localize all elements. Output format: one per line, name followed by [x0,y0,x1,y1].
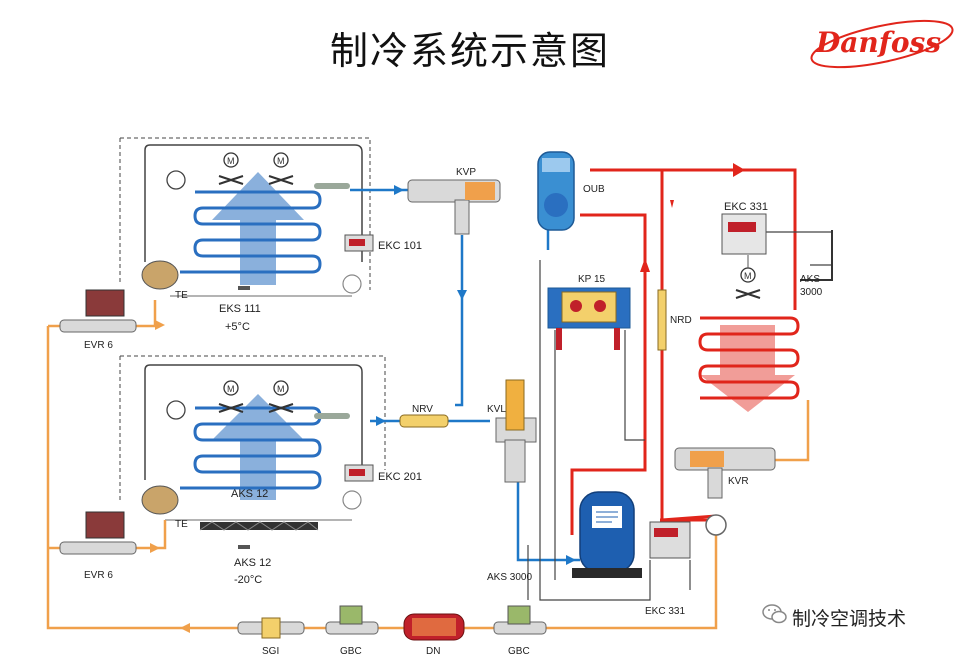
label-te-top: TE [175,290,188,301]
label-sgi: SGI [262,646,279,657]
svg-text:M: M [277,156,285,166]
diagram-title: 制冷系统示意图 [329,29,610,73]
fan-icon: M [735,267,761,299]
label-kvp: KVP [456,167,476,178]
label-aks12-inner: AKS 12 [231,488,268,500]
label-aks3000: AKS 3000 [487,572,532,583]
label-ekc331-top: EKC 331 [724,201,768,213]
svg-text:M: M [277,384,285,394]
danfoss-logo: Danfoss [810,19,954,69]
label-evr6-top: EVR 6 [84,340,113,351]
logo-text: Danfoss [815,26,941,59]
label-evr6-bottom: EVR 6 [84,570,113,581]
fan-icon: M [218,380,244,413]
label-ekc331-bottom: EKC 331 [645,606,685,617]
label-kvl: KVL [487,404,506,415]
label-gbc-1: GBC [340,646,362,657]
label-nrv: NRV [412,404,433,415]
svg-text:M: M [227,384,235,394]
label-temp-top: +5°C [225,321,250,333]
label-aks-right-value: 3000 [800,287,823,298]
label-temp-bottom: -20°C [234,574,262,586]
label-gbc-2: GBC [508,646,530,657]
label-dn: DN [426,646,440,657]
label-kp15: KP 15 [578,274,605,285]
label-te-bottom: TE [175,519,188,530]
label-nrd: NRD [670,315,692,326]
label-ekc101: EKC 101 [378,240,422,252]
wechat-icon [762,604,787,624]
svg-text:M: M [744,271,752,281]
label-ekc201: EKC 201 [378,471,422,483]
label-aks12: AKS 12 [234,557,271,569]
watermark-text: 制冷空调技术 [792,608,907,630]
label-kvr: KVR [728,476,749,487]
label-eks111: EKS 111 [219,303,261,315]
fan-icon: M [268,380,294,413]
label-oub: OUB [583,184,605,195]
compressor-icon [572,491,642,578]
svg-text:M: M [227,156,235,166]
label-aks-right: AKS [800,274,820,285]
fan-icon: M [218,152,244,185]
fan-icon: M [268,152,294,185]
